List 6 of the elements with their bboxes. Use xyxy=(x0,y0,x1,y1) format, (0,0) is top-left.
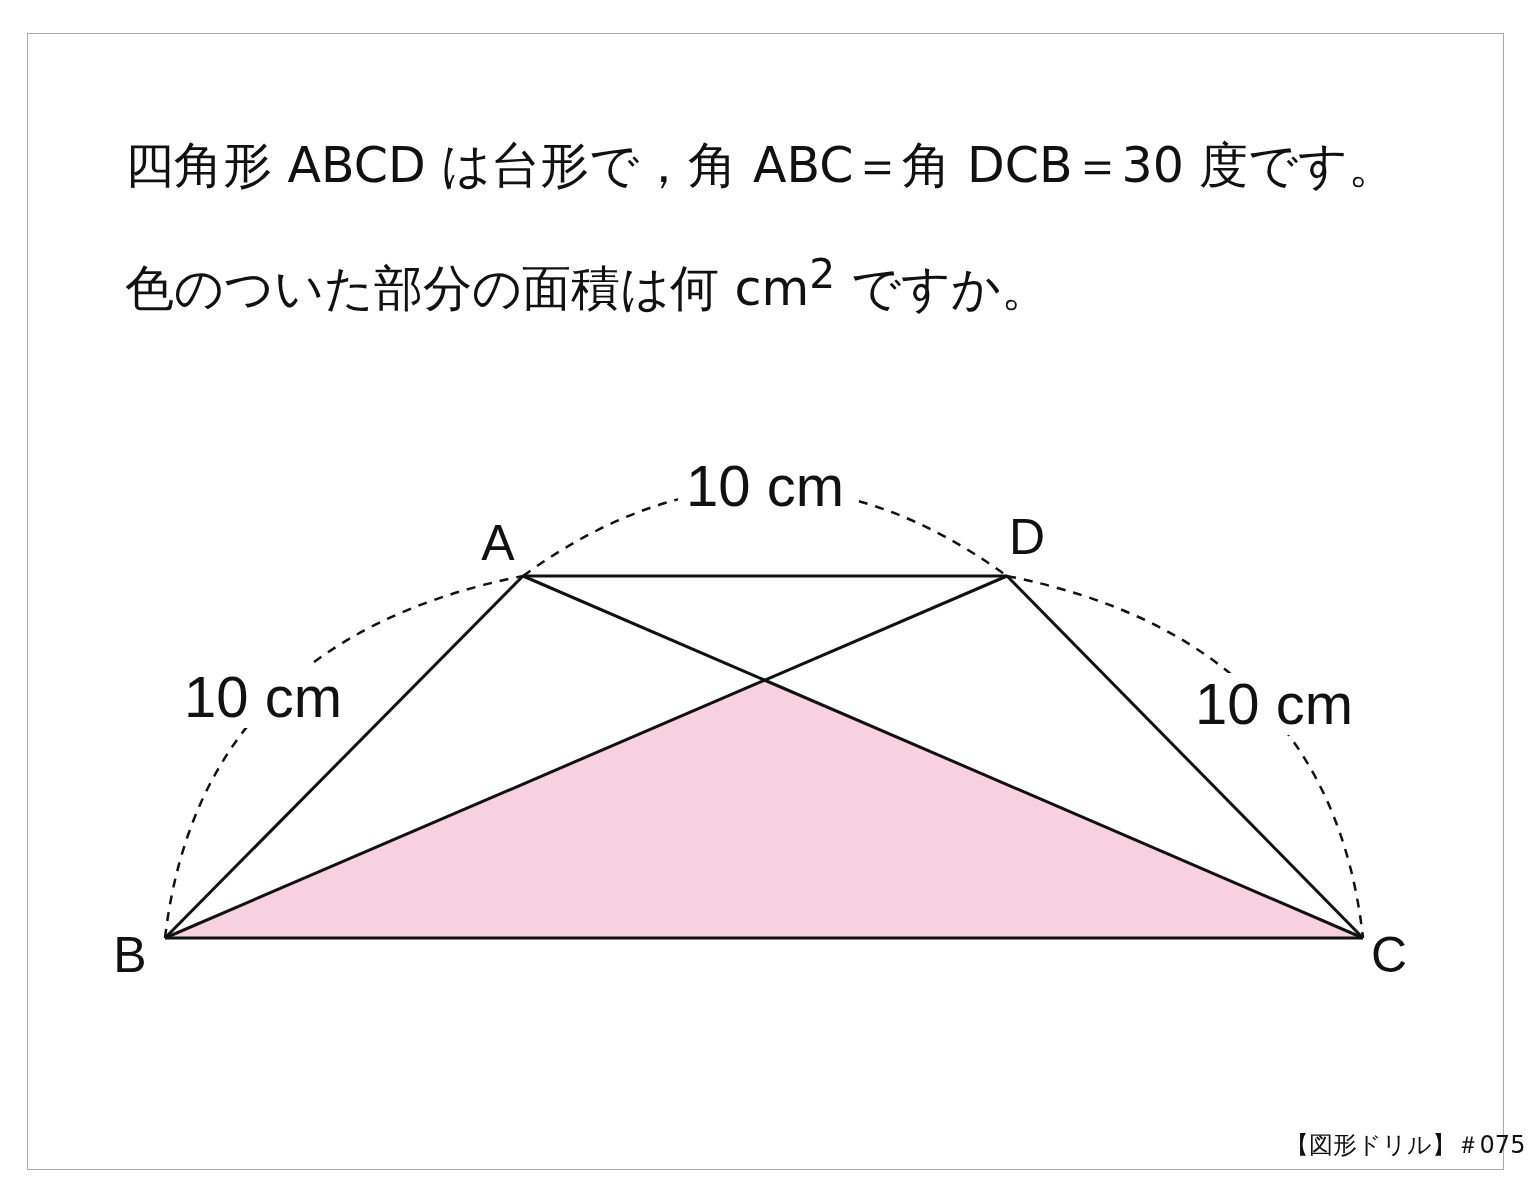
question-text: 四角形 ABCD は台形で，角 ABC＝角 DCB＝30 度です。色のついた部分の面積は何 cm$^{2}$ ですか。 xyxy=(125,136,1399,320)
vertex-label: D xyxy=(1008,512,1046,562)
vertex-label: C xyxy=(1370,930,1408,980)
vertex-label: A xyxy=(481,518,515,568)
footer-text: 【図形ドリル】＃075 xyxy=(1284,1133,1526,1157)
vertex-label: B xyxy=(113,930,147,980)
